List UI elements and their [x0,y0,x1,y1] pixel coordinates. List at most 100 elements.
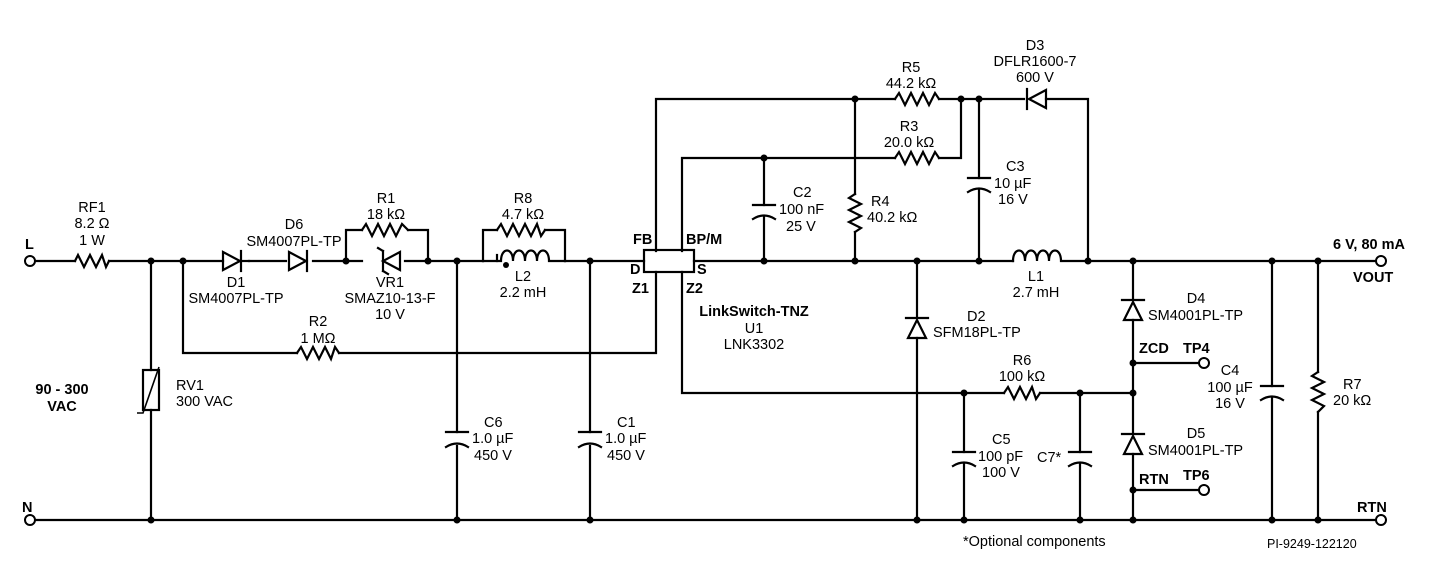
c2-value: 100 nF [779,202,824,218]
u1-pin-d: D [630,262,640,278]
c5-voltage: 100 V [982,465,1020,481]
r6-resistor [1002,384,1042,402]
rv1-value: 300 VAC [176,394,233,410]
junction-dots [147,95,1322,524]
r5-resistor [893,90,941,108]
d3-part: DFLR1600-7 [993,54,1076,70]
d4-ref: D4 [1187,291,1206,307]
zcd-label: ZCD [1139,341,1169,357]
r1-value: 18 kΩ [367,207,405,223]
terminal-n [24,514,36,526]
c5-ref: C5 [992,432,1011,448]
rf1-value2: 1 W [79,233,105,249]
c1-value: 1.0 µF [605,431,647,447]
terminal-rtn [1375,514,1387,526]
c6-capacitor [444,430,470,449]
c4-ref: C4 [1221,363,1240,379]
c2-voltage: 25 V [786,219,816,235]
input-voltage: 90 - 300 [35,382,88,398]
footnote: *Optional components [963,534,1106,550]
d6-part: SM4007PL-TP [246,234,341,250]
d5-diode [1120,432,1146,456]
u1-family: LinkSwitch-TNZ [699,304,809,320]
d6-ref: D6 [285,217,304,233]
r7-value: 20 kΩ [1333,393,1371,409]
r2-resistor [295,344,341,362]
d6-diode [287,249,309,273]
c7-ref: C7* [1037,450,1062,466]
u1-part: LNK3302 [724,337,784,353]
d2-part: SFM18PL-TP [933,325,1021,341]
l2-ref: L2 [515,269,531,285]
c1-capacitor [577,430,603,449]
c4-value: 100 µF [1207,380,1253,396]
c7-capacitor [1067,450,1093,468]
vr1-part: SMAZ10-13-F [344,291,435,307]
d4-part: SM4001PL-TP [1148,308,1243,324]
vout-label: VOUT [1353,270,1393,286]
l2-value: 2.2 mH [500,285,547,301]
r4-resistor [846,192,864,234]
r7-resistor [1309,370,1327,414]
r6-ref: R6 [1013,353,1032,369]
d3-ref: D3 [1026,38,1045,54]
input-voltage-unit: VAC [47,399,77,415]
c2-capacitor [751,203,777,221]
rv1-varistor [137,366,161,414]
c6-ref: C6 [484,415,503,431]
tp4-label: TP4 [1183,341,1210,357]
r5-value: 44.2 kΩ [886,76,936,92]
c6-value: 1.0 µF [472,431,514,447]
rtn-output-label: RTN [1357,500,1387,516]
rf1-value: 8.2 Ω [74,216,109,232]
u1-pin-bp: BP/M [686,232,722,248]
c1-ref: C1 [617,415,636,431]
l2-inductor [481,249,567,268]
r7-ref: R7 [1343,377,1362,393]
c4-voltage: 16 V [1215,396,1245,412]
line-label: L [25,237,34,253]
r4-ref: R4 [871,194,890,210]
d5-part: SM4001PL-TP [1148,443,1243,459]
c1-voltage: 450 V [607,448,645,464]
r1-ref: R1 [377,191,396,207]
r5-ref: R5 [902,60,921,76]
l1-inductor [1011,249,1063,263]
c6-voltage: 450 V [474,448,512,464]
r1-resistor [360,221,410,239]
r2-ref: R2 [309,314,328,330]
tp6-label: TP6 [1183,468,1210,484]
terminal-vout [1375,255,1387,267]
c3-voltage: 16 V [998,192,1028,208]
rf1-resistor [73,252,111,270]
d3-diode [1025,87,1048,111]
vr1-zener-diode [376,246,402,276]
r2-value: 1 MΩ [300,331,335,347]
r6-value: 100 kΩ [999,369,1045,385]
u1-pin-z2: Z2 [686,281,703,297]
l1-value: 2.7 mH [1013,285,1060,301]
vr1-value: 10 V [375,307,405,323]
d1-ref: D1 [227,275,246,291]
d2-diode [904,316,930,340]
r3-resistor [893,149,941,167]
c5-capacitor [951,450,977,468]
d3-voltage: 600 V [1016,70,1054,86]
r8-resistor [495,221,547,239]
d4-diode [1120,298,1146,322]
c2-ref: C2 [793,185,812,201]
u1-pin-z1: Z1 [632,281,649,297]
r8-value: 4.7 kΩ [502,207,544,223]
terminal-tp4 [1198,357,1210,369]
d5-ref: D5 [1187,426,1206,442]
r3-value: 20.0 kΩ [884,135,934,151]
d2-ref: D2 [967,309,986,325]
c3-value: 10 µF [994,176,1032,192]
terminals [24,255,1387,526]
u1-ref: U1 [745,321,764,337]
u1-pin-s: S [697,262,707,278]
l1-ref: L1 [1028,269,1044,285]
rv1-ref: RV1 [176,378,204,394]
terminal-tp6 [1198,484,1210,496]
drawing-id: PI-9249-122120 [1267,537,1357,551]
